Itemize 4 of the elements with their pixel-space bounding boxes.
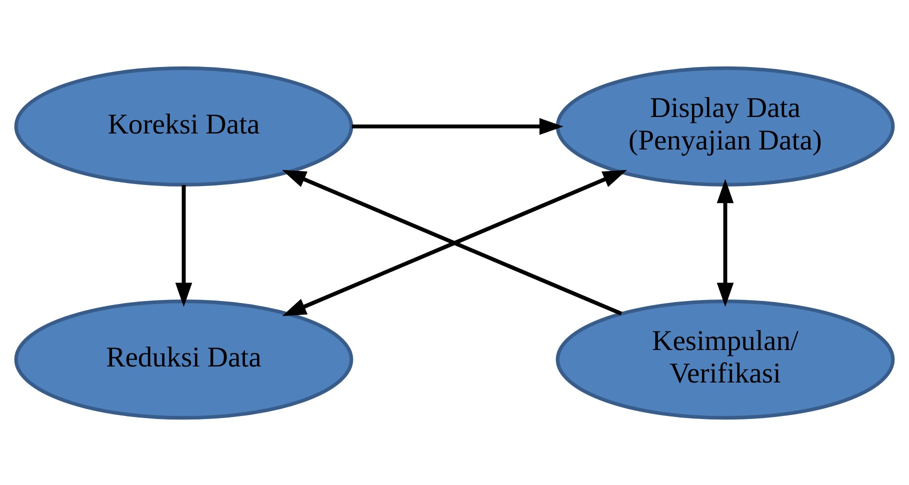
node-ellipse: Kesimpulan/ Verifikasi <box>556 298 895 420</box>
arrow <box>716 178 734 306</box>
arrow <box>352 118 564 134</box>
arrow <box>175 184 192 306</box>
